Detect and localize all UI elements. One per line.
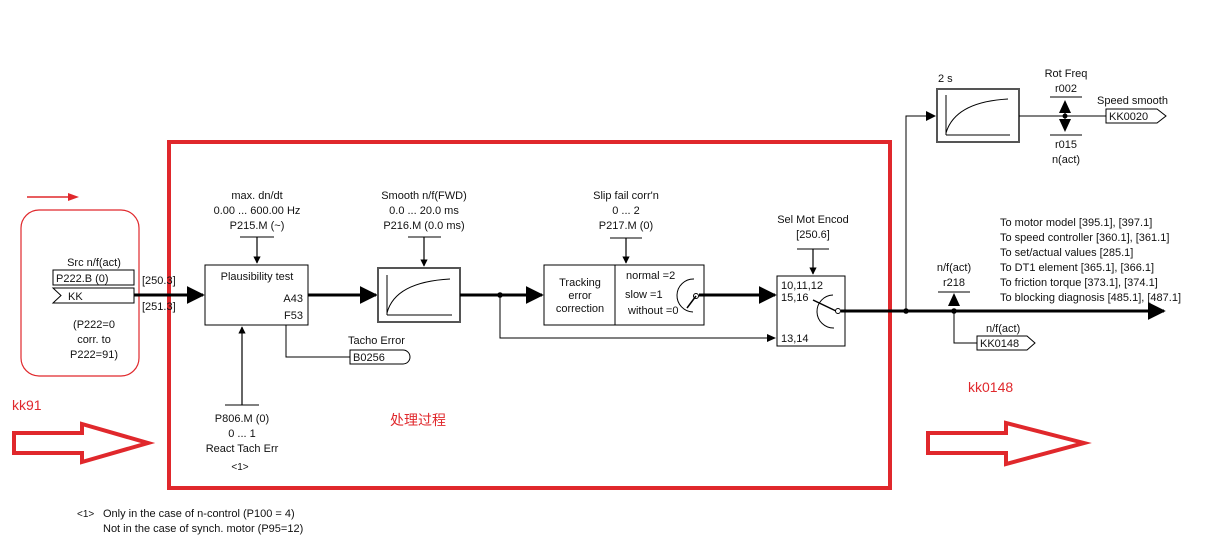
source-ref-top: [250.3] — [142, 275, 176, 287]
r002-label: r002 — [1055, 83, 1077, 95]
output-block: n/f(act) r218 n/f(act) KK0148 To motor m… — [937, 217, 1181, 351]
encoder-label: Sel Mot Encod — [777, 214, 849, 226]
tacho-error-connector: B0256 — [353, 352, 385, 364]
output-label: kk0148 — [968, 379, 1013, 395]
encoder-input-3: 13,14 — [781, 333, 809, 345]
kk0148-line — [953, 311, 977, 344]
code-f53: F53 — [284, 310, 303, 322]
encoder-input-1: 10,11,12 — [781, 280, 823, 292]
destination-4: To DT1 element [365.1], [366.1] — [1000, 262, 1154, 274]
bypass-arrow-icon — [767, 334, 776, 342]
nact-label: n(act) — [1052, 154, 1080, 166]
plausibility-title: Plausibility test — [221, 271, 294, 283]
encoder-selector-switch-icon — [812, 294, 841, 329]
source-note-1: (P222=0 — [73, 319, 115, 331]
encoder-switch-block: Sel Mot Encod [250.6] 10,11,12 15,16 13,… — [776, 214, 849, 347]
input-big-arrow-icon — [12, 421, 156, 465]
bypass-line — [499, 295, 775, 339]
option-without: without =0 — [627, 305, 678, 317]
source-block: Src n/f(act) P222.B (0) KK [250.3] [251.… — [51, 257, 176, 361]
slip-block: Slip fail corr'n 0 ... 2 P217.M (0) Trac… — [543, 190, 705, 326]
code-a43: A43 — [283, 293, 303, 305]
destination-1: To motor model [395.1], [397.1] — [1000, 217, 1152, 229]
maxdndt-label: max. dn/dt — [231, 190, 282, 202]
slip-selector-switch-icon — [676, 278, 699, 313]
speed-smooth-connector: KK0020 — [1109, 111, 1148, 123]
plausibility-block: max. dn/dt 0.00 ... 600.00 Hz P215.M (~)… — [204, 190, 411, 473]
source-highlight-box — [20, 209, 140, 377]
plausibility-box[interactable] — [204, 264, 309, 326]
react-footnote-marker: <1> — [231, 462, 248, 473]
process-label: 处理过程 — [390, 412, 446, 428]
encoder-switch-box[interactable] — [776, 275, 846, 347]
maxdndt-range: 0.00 ... 600.00 Hz — [214, 205, 301, 217]
speed-smooth-connector-box[interactable] — [1105, 108, 1167, 124]
slip-label: Slip fail corr'n — [593, 190, 659, 202]
output-annotation: kk0148 — [926, 379, 1092, 467]
smooth-range: 0.0 ... 20.0 ms — [389, 205, 459, 217]
smooth-box[interactable] — [377, 267, 461, 323]
destination-6: To blocking diagnosis [485.1], [487.1] — [1000, 292, 1181, 304]
slip-param: P217.M (0) — [599, 220, 653, 232]
source-note-2: corr. to — [77, 334, 111, 346]
source-ref-bottom: [251.3] — [142, 301, 176, 313]
kk0148-title: n/f(act) — [986, 323, 1020, 335]
smoothing-branch-line — [905, 115, 935, 311]
option-normal: normal =2 — [626, 270, 675, 282]
rot-freq-label: Rot Freq — [1045, 68, 1088, 80]
r015-label: r015 — [1055, 139, 1077, 151]
r218-arrow-icon — [948, 293, 960, 306]
speed-smooth-label: Speed smooth — [1097, 95, 1168, 107]
tracking-line-1: Tracking — [559, 277, 601, 289]
tracking-line-2: error — [568, 290, 592, 302]
tacho-error-line — [285, 325, 350, 358]
kk0148-connector: KK0148 — [980, 338, 1019, 350]
maxdndt-param: P215.M (~) — [230, 220, 285, 232]
process-highlight-box — [167, 140, 892, 490]
option-slow: slow =1 — [625, 289, 663, 301]
output-big-arrow-icon — [926, 420, 1092, 467]
destination-3: To set/actual values [285.1] — [1000, 247, 1133, 259]
tacho-error-connector-box[interactable] — [349, 349, 411, 365]
r218-label: r218 — [943, 277, 965, 289]
react-label: React Tach Err — [206, 443, 279, 455]
r015-down-arrow-icon — [1059, 119, 1071, 132]
destination-5: To friction torque [373.1], [374.1] — [1000, 277, 1158, 289]
source-connector: KK — [68, 291, 83, 303]
encoder-ref: [250.6] — [796, 229, 830, 241]
r218-title: n/f(act) — [937, 262, 971, 274]
smoothing-label: 2 s — [938, 73, 953, 85]
smooth-param: P216.M (0.0 ms) — [383, 220, 464, 232]
destination-2: To speed controller [360.1], [361.1] — [1000, 232, 1169, 244]
footnote-line-1: Only in the case of n-control (P100 = 4) — [103, 508, 295, 520]
react-range: 0 ... 1 — [228, 428, 256, 440]
smooth-block: Smooth n/f(FWD) 0.0 ... 20.0 ms P216.M (… — [377, 190, 467, 323]
kk0148-connector-box[interactable] — [976, 335, 1036, 351]
source-param-box[interactable] — [52, 269, 135, 286]
smooth-label: Smooth n/f(FWD) — [381, 190, 467, 202]
smoothing-2s-block: 2 s Rot Freq r002 r015 n(act) Speed smoo… — [905, 68, 1168, 311]
footnote-marker: <1> — [77, 509, 94, 520]
red-arrow-small-head-icon — [68, 193, 79, 201]
input-label: kk91 — [12, 397, 42, 413]
footnote-line-2: Not in the case of synch. motor (P95=12) — [103, 523, 303, 535]
source-param: P222.B (0) — [56, 273, 109, 285]
source-title: Src n/f(act) — [67, 257, 121, 269]
footnote: <1> Only in the case of n-control (P100 … — [77, 508, 303, 535]
slip-range: 0 ... 2 — [612, 205, 640, 217]
input-annotation: kk91 — [12, 193, 156, 465]
pt1-curve-icon — [386, 275, 452, 316]
react-param: P806.M (0) — [215, 413, 269, 425]
smoothing-box[interactable] — [936, 88, 1020, 143]
source-note-3: P222=91) — [70, 349, 118, 361]
pt1-curve-2s-icon — [945, 95, 1010, 136]
tacho-error-label: Tacho Error — [348, 335, 405, 347]
r002-up-arrow-icon — [1059, 100, 1071, 113]
encoder-input-2: 15,16 — [781, 292, 809, 304]
smoothing-arrow-icon — [926, 111, 936, 121]
tracking-line-3: correction — [556, 303, 604, 315]
source-connector-box[interactable] — [51, 287, 135, 304]
